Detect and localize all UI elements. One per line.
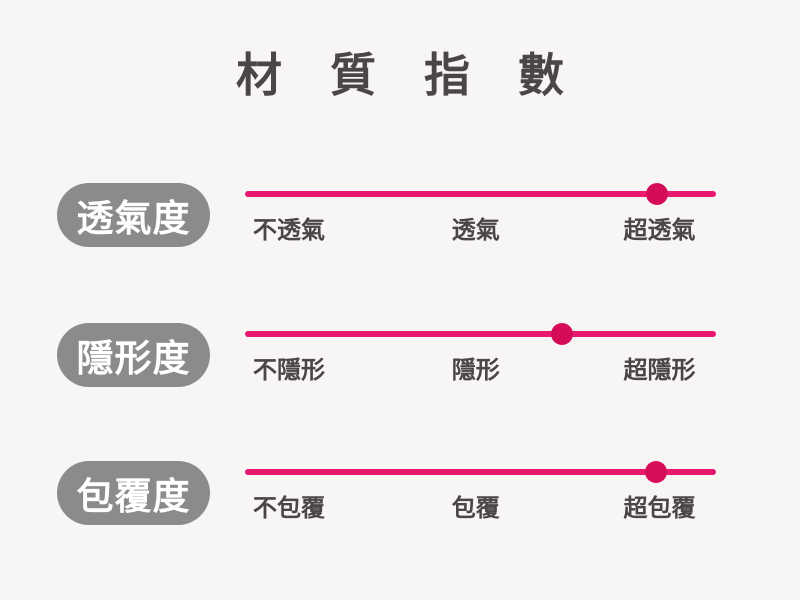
slider-dot bbox=[550, 323, 573, 345]
metric-row-breathability: 透氣度 不透氣 透氣 超透氣 bbox=[57, 183, 717, 249]
scale-label-mid: 包覆 bbox=[451, 494, 500, 522]
slider-track bbox=[245, 469, 716, 475]
metric-pill-label: 隱形度 bbox=[76, 337, 191, 380]
scale-label-mid: 隱形 bbox=[451, 356, 500, 384]
scale-label-mid: 透氣 bbox=[451, 216, 500, 244]
slider-track bbox=[245, 191, 716, 197]
metric-row-coverage: 包覆度 不包覆 包覆 超包覆 bbox=[57, 461, 717, 527]
slider-dot bbox=[646, 183, 669, 205]
metric-pill-invisibility: 隱形度 bbox=[57, 323, 210, 387]
scale-label-high: 超包覆 bbox=[623, 494, 696, 522]
metric-row-invisibility: 隱形度 不隱形 隱形 超隱形 bbox=[57, 323, 717, 389]
metric-pill-coverage: 包覆度 bbox=[57, 461, 210, 525]
metric-pill-breathability: 透氣度 bbox=[57, 183, 210, 247]
slider-dot bbox=[645, 461, 668, 483]
scale-label-low: 不包覆 bbox=[253, 494, 325, 522]
scale-label-low: 不透氣 bbox=[253, 216, 325, 244]
slider-invisibility: 不隱形 隱形 超隱形 bbox=[245, 323, 716, 389]
metric-pill-label: 透氣度 bbox=[76, 197, 191, 240]
page-title: 材質指數 bbox=[236, 48, 612, 102]
slider-coverage: 不包覆 包覆 超包覆 bbox=[245, 461, 716, 527]
scale-label-high: 超透氣 bbox=[623, 216, 696, 244]
scale-label-high: 超隱形 bbox=[623, 356, 696, 384]
slider-breathability: 不透氣 透氣 超透氣 bbox=[245, 183, 716, 249]
slider-track bbox=[245, 331, 716, 337]
scale-label-low: 不隱形 bbox=[253, 356, 325, 384]
metric-pill-label: 包覆度 bbox=[76, 475, 191, 518]
